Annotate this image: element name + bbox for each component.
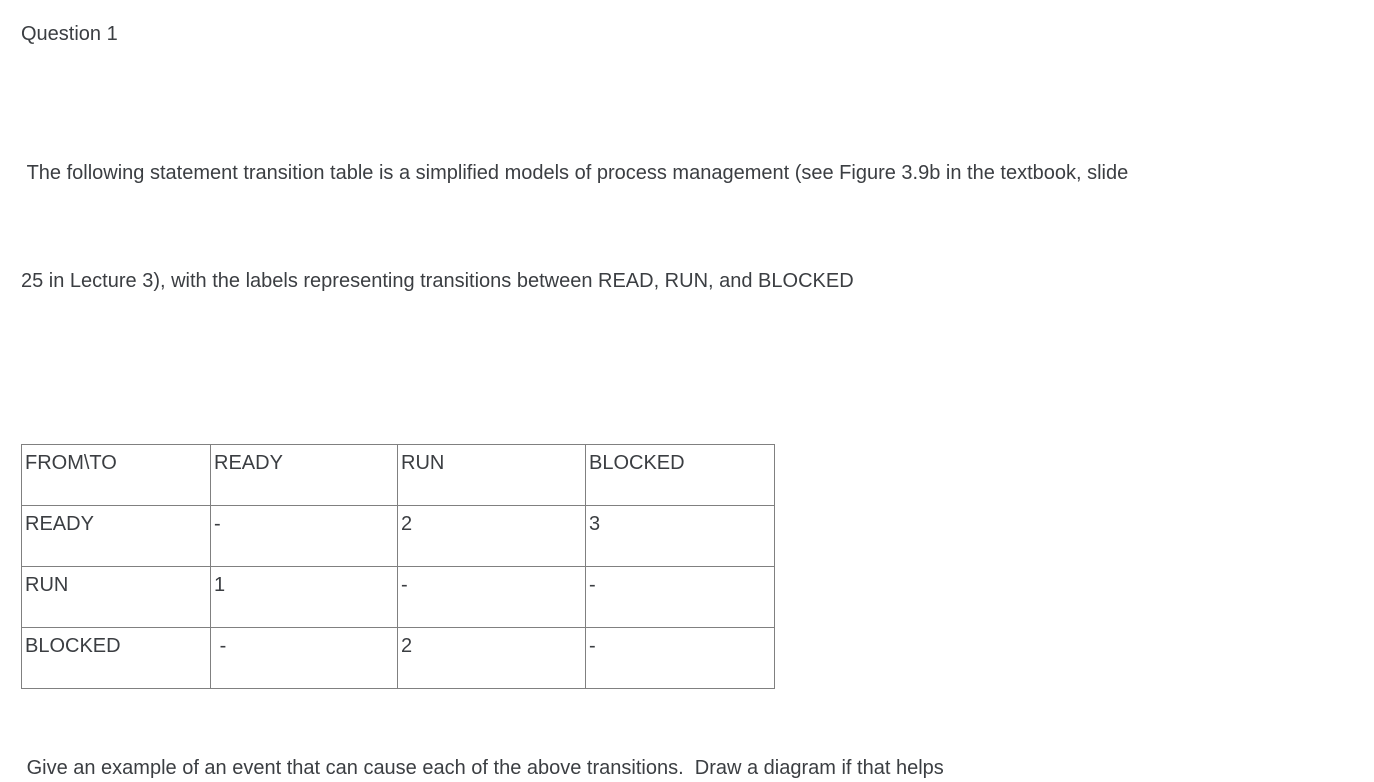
cell-run-to-run: -: [397, 566, 586, 628]
table-row-run: RUN 1 - -: [21, 566, 775, 628]
table-header-row: FROM\TO READY RUN BLOCKED: [21, 444, 775, 506]
state-transition-table: FROM\TO READY RUN BLOCKED READY - 2 3 RU…: [21, 444, 775, 689]
cell-ready-to-blocked: 3: [585, 505, 775, 567]
header-cell-run: RUN: [397, 444, 586, 506]
cell-ready-to-ready: -: [210, 505, 398, 567]
cell-blocked-to-blocked: -: [585, 627, 775, 689]
header-cell-ready: READY: [210, 444, 398, 506]
intro-line-1: The following statement transition table…: [21, 162, 1129, 184]
row-label-ready: READY: [21, 505, 211, 567]
question-instruction: Give an example of an event that can cau…: [21, 757, 944, 779]
cell-blocked-to-run: 2: [397, 627, 586, 689]
question-intro-paragraph: The following statement transition table…: [21, 83, 1352, 371]
cell-run-to-blocked: -: [585, 566, 775, 628]
cell-run-to-ready: 1: [210, 566, 398, 628]
cell-blocked-to-ready: -: [210, 627, 398, 689]
header-cell-blocked: BLOCKED: [585, 444, 775, 506]
question-title: Question 1: [21, 23, 118, 45]
row-label-run: RUN: [21, 566, 211, 628]
cell-ready-to-run: 2: [397, 505, 586, 567]
header-cell-from-to: FROM\TO: [21, 444, 211, 506]
intro-line-2: 25 in Lecture 3), with the labels repres…: [21, 270, 854, 292]
table-row-blocked: BLOCKED - 2 -: [21, 627, 775, 689]
table-row-ready: READY - 2 3: [21, 505, 775, 567]
row-label-blocked: BLOCKED: [21, 627, 211, 689]
